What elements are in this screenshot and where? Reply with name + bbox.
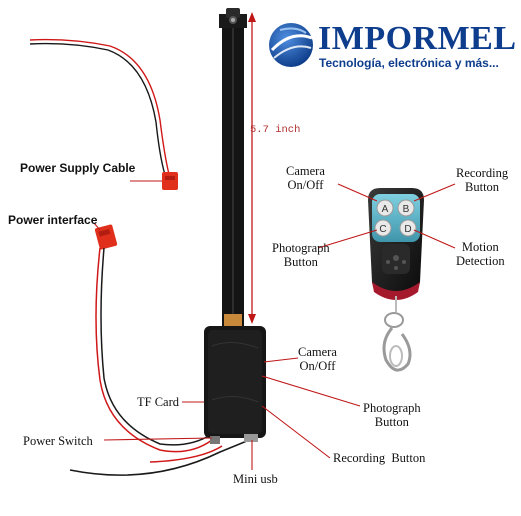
- label-module-recording: Recording Button: [333, 451, 426, 465]
- label-module-camera-onoff: Camera On/Off: [298, 345, 337, 374]
- bottom-wires: [69, 435, 259, 476]
- remote-button-b: [397, 199, 415, 217]
- remote-button-d: [399, 219, 417, 237]
- camera-module-board: [204, 326, 266, 444]
- leader-remote-recording: [413, 183, 456, 202]
- leader-remote-motion: [413, 229, 456, 249]
- remote-button-b-label: B: [403, 204, 410, 215]
- label-power-supply-cable: Power Supply Cable: [20, 161, 136, 175]
- remote-button-d-label: D: [404, 224, 411, 235]
- leader-remote-camera: [337, 183, 378, 202]
- label-remote-photograph: Photograph Button: [272, 241, 330, 270]
- remote-button-c-label: C: [379, 224, 386, 235]
- power-interface-connector: [94, 224, 213, 453]
- label-remote-recording: Recording Button: [456, 166, 509, 195]
- remote-button-c: [374, 219, 392, 237]
- leader-module-photograph: [261, 375, 361, 407]
- label-remote-camera-onoff: Camera On/Off: [286, 164, 325, 193]
- camera-ribbon-cable: [219, 8, 247, 328]
- label-remote-motion: Motion Detection: [456, 240, 505, 269]
- remote-control: [368, 188, 424, 372]
- remote-buttons: A B C D: [374, 199, 417, 237]
- leader-lines: [93, 180, 456, 470]
- label-power-switch: Power Switch: [23, 434, 93, 448]
- label-tf-card: TF Card: [137, 395, 180, 409]
- dimension-label: 5.7 inch: [250, 124, 301, 136]
- leader-power-interface: [93, 222, 101, 231]
- dimension-line: [248, 12, 256, 324]
- label-power-interface: Power interface: [8, 213, 98, 227]
- remote-button-a-label: A: [382, 204, 389, 215]
- brand-globe-icon: [269, 23, 313, 67]
- remote-button-a: [376, 199, 394, 217]
- label-module-photograph: Photograph Button: [363, 401, 421, 430]
- label-mini-usb: Mini usb: [233, 472, 278, 486]
- leader-module-recording: [261, 405, 331, 459]
- power-supply-cable: [29, 38, 178, 190]
- brand-name: IMPORMEL: [318, 20, 517, 57]
- leader-module-camera: [263, 357, 299, 363]
- brand-tagline: Tecnología, electrónica y más...: [319, 56, 499, 70]
- leader-remote-photograph: [317, 229, 378, 249]
- leader-power-switch: [103, 437, 213, 441]
